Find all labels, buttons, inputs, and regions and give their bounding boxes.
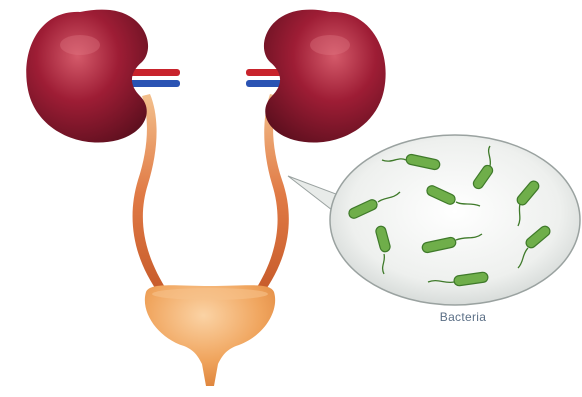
magnifier-pointer <box>288 176 336 210</box>
kidney-left-icon <box>26 10 148 143</box>
bacterium-icon <box>396 276 400 280</box>
bacteria-label: Bacteria <box>418 310 508 324</box>
kidney-right-icon <box>264 10 386 143</box>
bladder-icon <box>145 285 275 386</box>
